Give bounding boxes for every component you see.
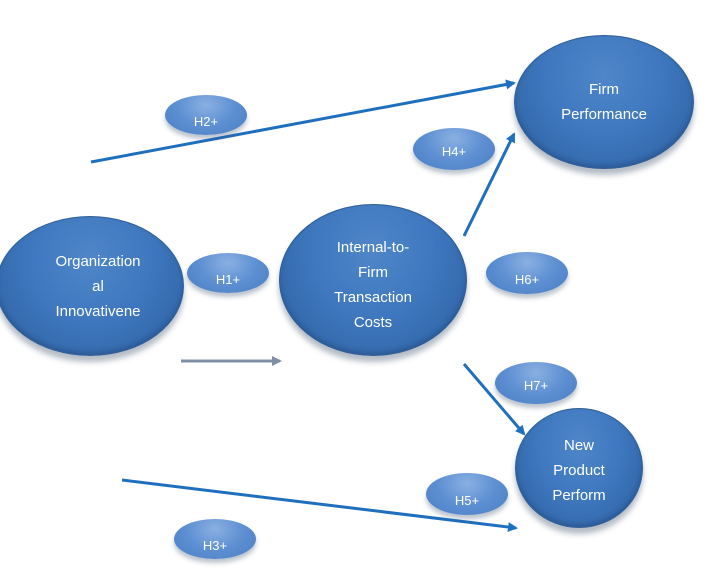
arrow-h2 bbox=[90, 79, 516, 164]
arrow-h3 bbox=[121, 478, 518, 532]
badge-h7-label: H7+ bbox=[523, 377, 549, 393]
node-transaction-costs-line-2: Firm bbox=[358, 264, 388, 281]
arrow-h7 bbox=[462, 363, 526, 436]
badge-h3-label: H3+ bbox=[202, 537, 228, 553]
badge-h2-label: H2+ bbox=[193, 113, 219, 129]
badge-h2: H2+ bbox=[165, 95, 247, 135]
badge-h6-label: H6+ bbox=[514, 271, 540, 287]
badge-h1-label: H1+ bbox=[215, 271, 241, 287]
node-organizational-innovativeness-line-2: al bbox=[92, 277, 104, 295]
node-firm-performance-line-2: Performance bbox=[561, 106, 647, 123]
badge-h4-label: H4+ bbox=[441, 143, 467, 159]
badge-h7: H7+ bbox=[495, 362, 577, 404]
node-organizational-innovativeness: Organization al Innovativene bbox=[0, 216, 184, 356]
badge-h3: H3+ bbox=[174, 519, 256, 559]
node-new-product-performance: New Product Perform bbox=[515, 408, 643, 528]
node-organizational-innovativeness-line-3: Innovativene bbox=[55, 302, 141, 320]
badge-h4: H4+ bbox=[413, 128, 495, 170]
badge-h6: H6+ bbox=[486, 252, 568, 294]
node-new-product-performance-line-3: Perform bbox=[552, 487, 606, 504]
node-transaction-costs-line-3: Transaction bbox=[334, 289, 412, 306]
node-transaction-costs-line-4: Costs bbox=[353, 314, 393, 329]
node-organizational-innovativeness-line-1: Organization bbox=[55, 252, 141, 270]
badge-h1: H1+ bbox=[187, 253, 269, 293]
node-firm-performance-line-1: Firm bbox=[589, 81, 619, 98]
node-new-product-performance-line-1: New bbox=[563, 437, 594, 454]
arrow-h4 bbox=[462, 132, 516, 237]
node-transaction-costs: Internal-to- Firm Transaction Costs bbox=[279, 204, 467, 356]
node-transaction-costs-line-1: Internal-to- bbox=[336, 239, 410, 256]
badge-h5-label: H5+ bbox=[454, 492, 480, 508]
badge-h5: H5+ bbox=[426, 473, 508, 515]
node-new-product-performance-line-2: Product bbox=[553, 462, 605, 479]
node-firm-performance: Firm Performance bbox=[514, 35, 694, 169]
